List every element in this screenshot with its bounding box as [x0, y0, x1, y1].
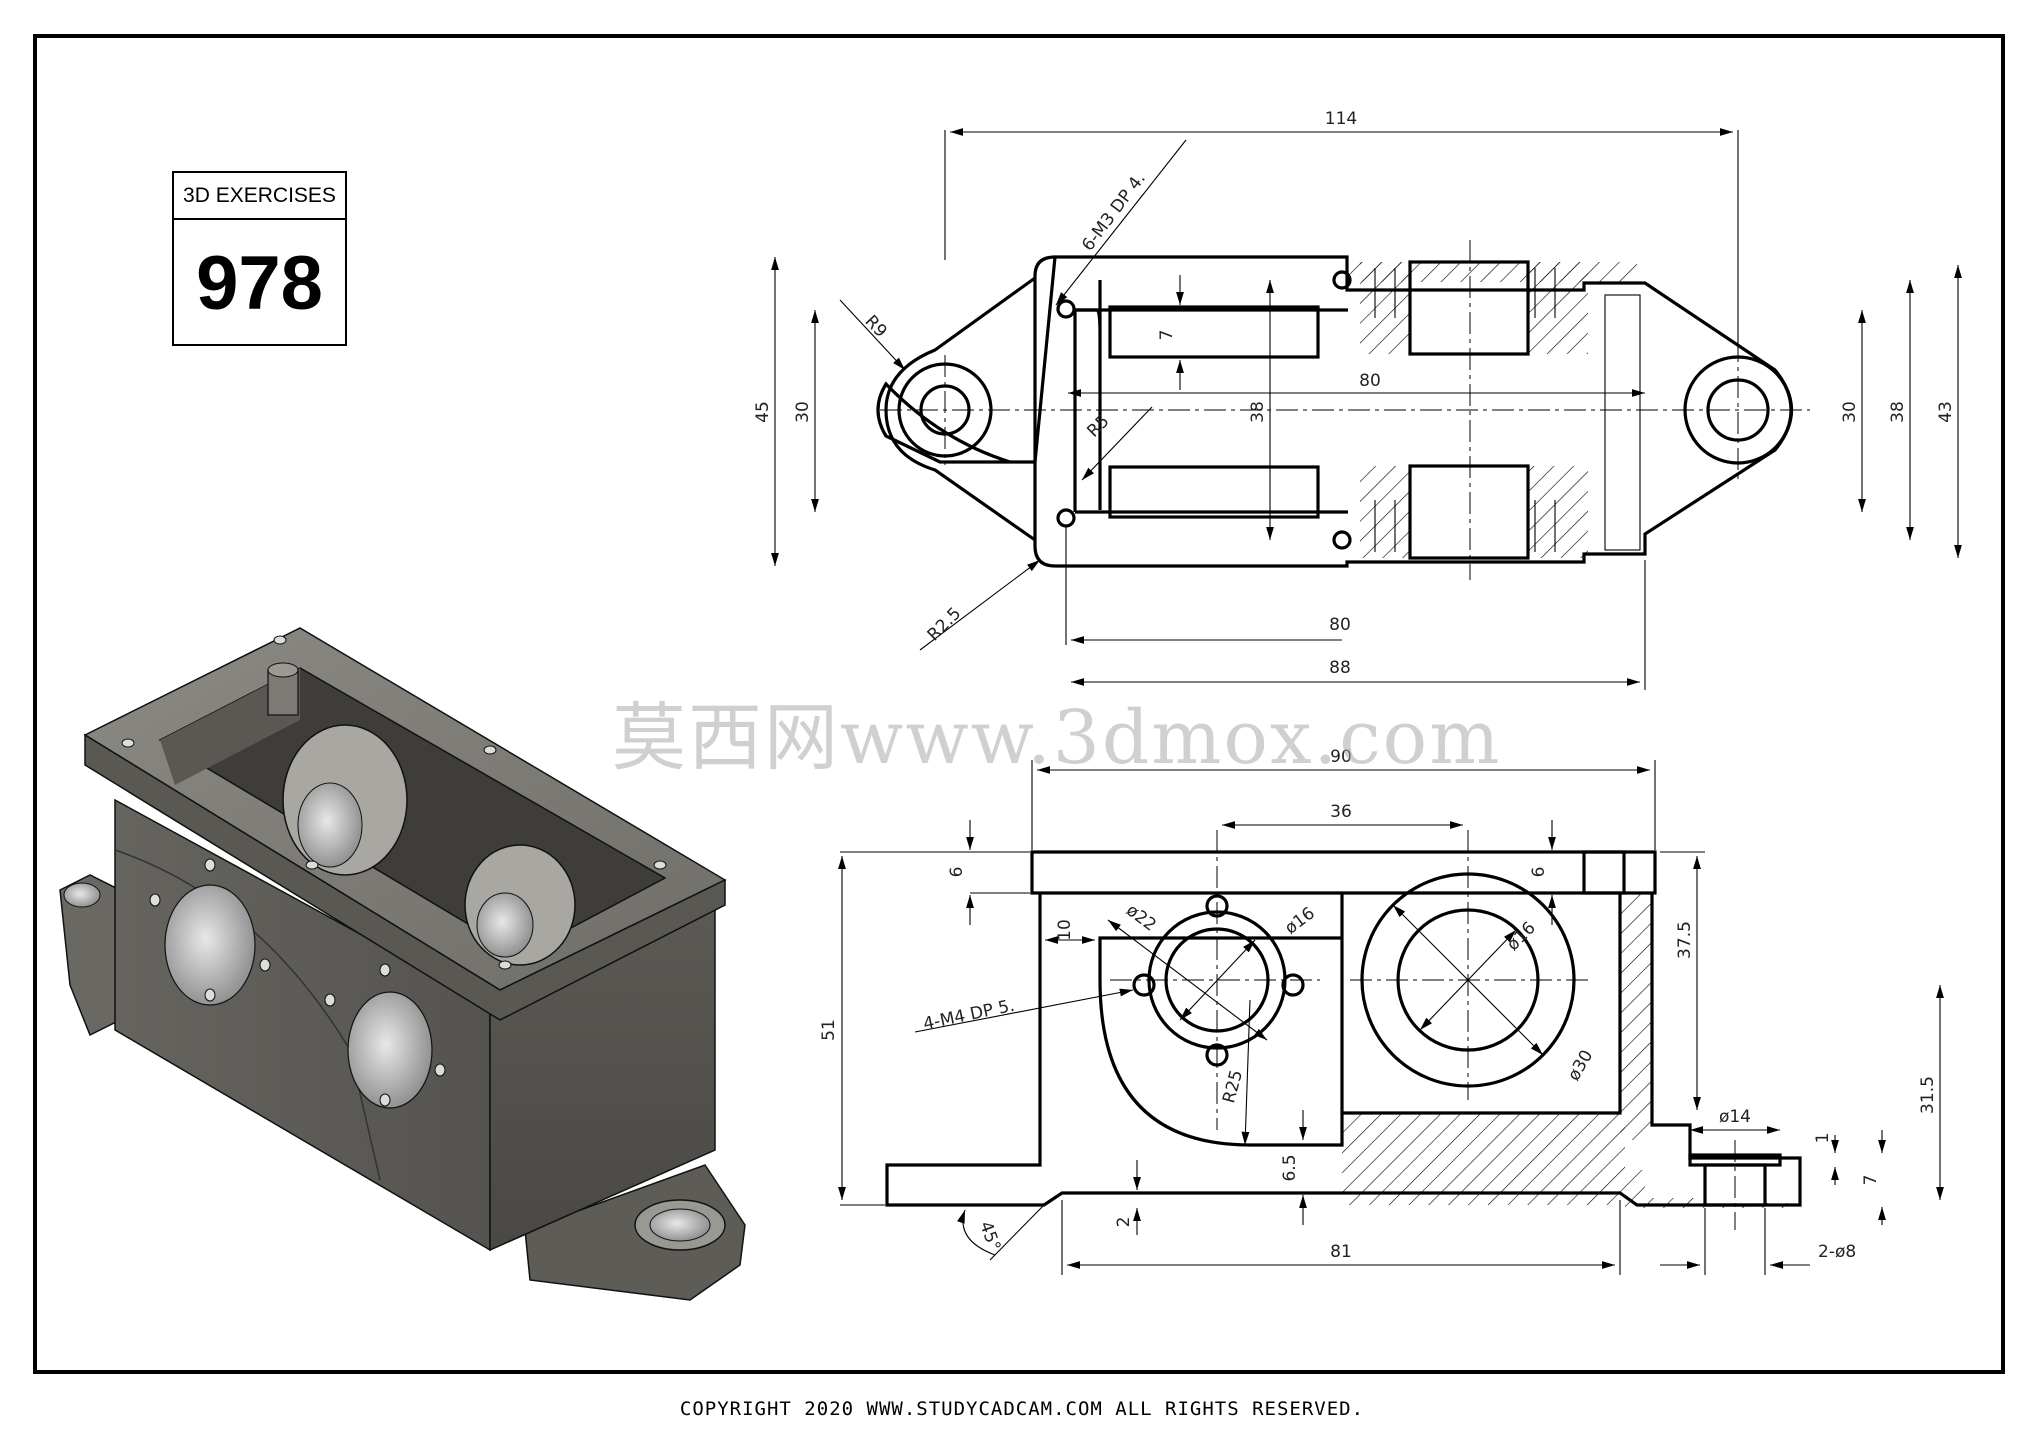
dim-lug-7: 7 [1861, 1175, 1881, 1186]
dim-80-inner: 80 [1359, 371, 1381, 391]
dim-45-deg: 45° [975, 1219, 1004, 1254]
dim-37-5: 37.5 [1675, 921, 1695, 959]
dim-2: 2 [1114, 1217, 1134, 1228]
dim-80-bolt: 80 [1329, 615, 1351, 635]
dim-51: 51 [819, 1019, 839, 1041]
dim-38-right: 38 [1888, 401, 1908, 423]
top-view: 114 45 30 38 30 38 43 80 80 88 6-M3 DP 4… [753, 109, 1962, 690]
dim-45: 45 [753, 401, 773, 423]
dim-bcd: ø22 [1122, 900, 1160, 935]
dim-88: 88 [1329, 658, 1351, 678]
dim-cbore-depth: 1 [1813, 1133, 1833, 1144]
dim-38: 38 [1248, 401, 1268, 423]
dim-r25: R25 [1219, 1068, 1247, 1105]
note-6-m3: 6-M3 DP 4. [1078, 169, 1150, 255]
note-4-m4: 4-M4 DP 5. [921, 996, 1016, 1035]
dim-bore-left: ø16 [1281, 903, 1319, 938]
badge-label: 3D EXERCISES [174, 173, 345, 220]
dim-boss: ø30 [1564, 1047, 1597, 1085]
dim-r9: R9 [861, 311, 891, 341]
dim-43: 43 [1936, 401, 1956, 423]
copyright-footer: COPYRIGHT 2020 WWW.STUDYCADCAM.COM ALL R… [679, 1398, 1365, 1420]
exercise-number: 978 [196, 240, 323, 326]
dim-114: 114 [1325, 109, 1357, 129]
dim-6-right: 6 [1529, 867, 1549, 878]
drawing-border [33, 34, 2005, 1374]
dim-10: 10 [1055, 919, 1075, 941]
dim-cbore: ø14 [1719, 1107, 1751, 1127]
watermark: 莫西网www.3dmox.com [612, 695, 1502, 781]
dim-6-left: 6 [947, 867, 967, 878]
dim-2-holes: 2-ø8 [1818, 1242, 1856, 1262]
exercise-badge: 3D EXERCISES 978 [172, 171, 347, 346]
dim-30-right: 30 [1840, 401, 1860, 423]
dim-r2-5: R2.5 [924, 604, 966, 646]
dim-6-5: 6.5 [1280, 1154, 1300, 1181]
isometric-view [59, 627, 746, 1301]
dim-81: 81 [1330, 1242, 1352, 1262]
front-view: 90 36 6 6 10 ø22 ø16 ø16 ø30 4-M4 DP 5. [819, 747, 1944, 1275]
dim-36: 36 [1330, 802, 1352, 822]
dim-90: 90 [1330, 747, 1352, 767]
dim-31-5: 31.5 [1918, 1076, 1938, 1114]
dim-r5: R5 [1083, 411, 1113, 441]
dim-30-left: 30 [793, 401, 813, 423]
dim-7-slot: 7 [1157, 330, 1177, 341]
